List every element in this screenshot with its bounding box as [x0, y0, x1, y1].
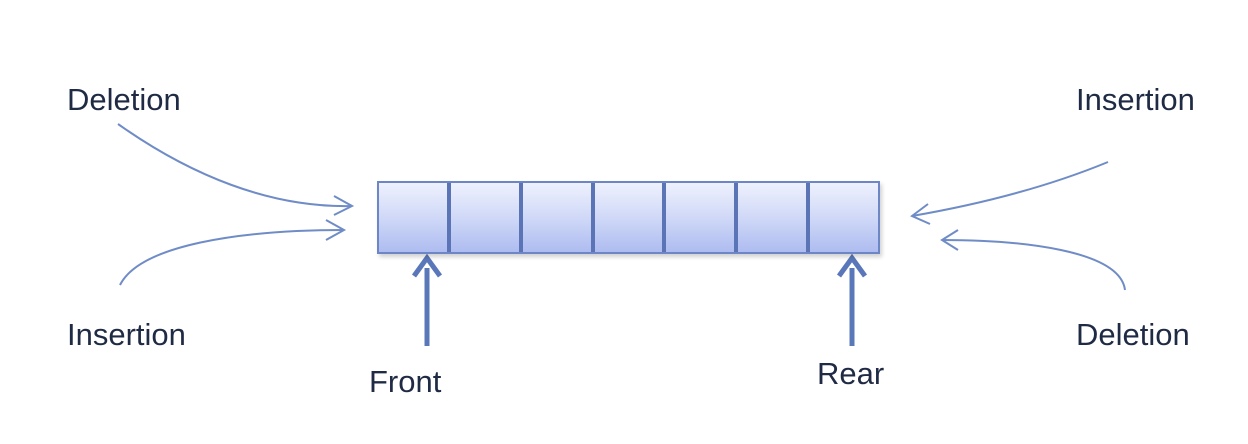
deletion-left-arrowhead [333, 195, 355, 216]
deletion-left-label: Deletion [67, 82, 181, 117]
deletion-right-arrow [941, 239, 1126, 291]
queue-cell [523, 183, 595, 252]
front-pointer-head [411, 253, 443, 278]
deletion-right-arrowhead [940, 229, 959, 251]
insertion-left-label: Insertion [67, 317, 186, 352]
queue-cell [595, 183, 667, 252]
insertion-left-arrowhead [325, 219, 347, 241]
queue-cell [810, 183, 878, 252]
insertion-right-arrowhead [910, 203, 931, 225]
insertion-right-arrow [911, 161, 1109, 217]
rear-label: Rear [817, 356, 885, 391]
queue-cell [738, 183, 811, 252]
queue-cell [666, 183, 739, 252]
insertion-left-arrow [119, 229, 345, 286]
queue-array [377, 181, 880, 254]
rear-pointer-head [836, 253, 868, 278]
queue-cell [451, 183, 523, 252]
deletion-left-arrow [117, 123, 353, 208]
insertion-right-label: Insertion [1076, 82, 1195, 117]
queue-cell [379, 183, 451, 252]
front-label: Front [369, 364, 442, 399]
deletion-right-label: Deletion [1076, 317, 1190, 352]
